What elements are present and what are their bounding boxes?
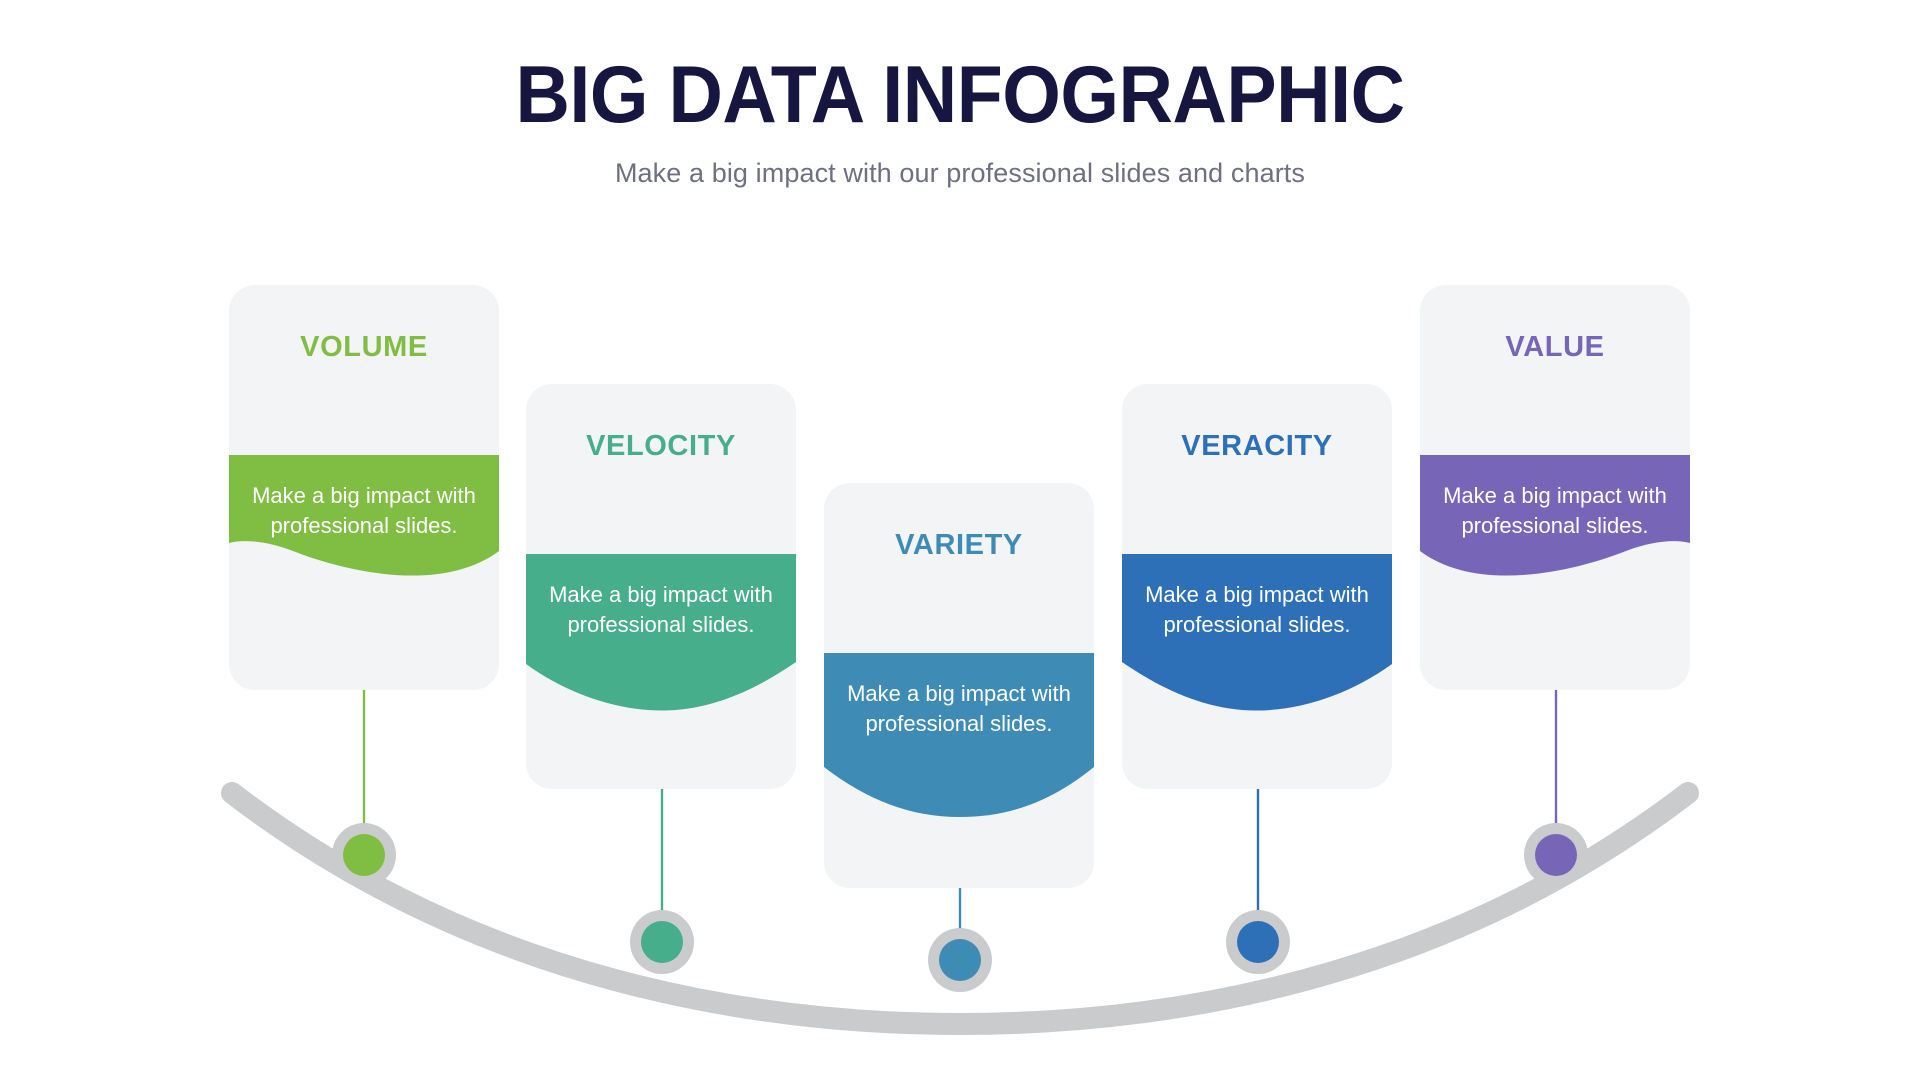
card-wave-volume: [229, 455, 499, 576]
card-body-variety: Make a big impact with professional slid…: [847, 681, 1071, 736]
timeline-dot-ring-value: [1524, 823, 1588, 887]
card-variety[interactable]: VARIETY Make a big impact with professio…: [824, 483, 1094, 888]
card-wave-velocity: [526, 554, 796, 711]
card-wave-value: [1420, 455, 1690, 576]
card-volume[interactable]: VOLUME Make a big impact with profession…: [229, 285, 499, 690]
card-body-value: Make a big impact with professional slid…: [1443, 483, 1667, 538]
card-velocity[interactable]: VELOCITY Make a big impact with professi…: [526, 384, 796, 789]
card-title-variety: VARIETY: [895, 529, 1023, 561]
page-subtitle: Make a big impact with our professional …: [614, 158, 1306, 188]
card-value[interactable]: VALUE Make a big impact with professiona…: [1420, 285, 1690, 690]
card-body-velocity: Make a big impact with professional slid…: [549, 582, 773, 637]
timeline-dot-velocity[interactable]: [641, 921, 683, 963]
card-body-veracity: Make a big impact with professional slid…: [1145, 582, 1369, 637]
card-wave-variety: [824, 653, 1094, 817]
card-title-velocity: VELOCITY: [586, 430, 736, 462]
timeline-dot-ring-veracity: [1226, 910, 1290, 974]
timeline-dot-ring-velocity: [630, 910, 694, 974]
card-title-veracity: VERACITY: [1181, 430, 1333, 462]
timeline-dot-volume[interactable]: [343, 834, 385, 876]
card-wave-veracity: [1122, 554, 1392, 711]
timeline-dot-variety[interactable]: [939, 939, 981, 981]
timeline-dot-ring-volume: [332, 823, 396, 887]
card-title-value: VALUE: [1505, 331, 1605, 363]
card-body-volume: Make a big impact with professional slid…: [252, 483, 476, 538]
timeline-dot-veracity[interactable]: [1237, 921, 1279, 963]
card-veracity[interactable]: VERACITY Make a big impact with professi…: [1122, 384, 1392, 789]
timeline-dot-ring-variety: [928, 928, 992, 992]
header: BIG DATA INFOGRAPHIC Make a big impact w…: [0, 0, 1920, 189]
page-title: BIG DATA INFOGRAPHIC: [515, 50, 1405, 140]
card-title-volume: VOLUME: [300, 331, 428, 363]
timeline-dot-value[interactable]: [1535, 834, 1577, 876]
